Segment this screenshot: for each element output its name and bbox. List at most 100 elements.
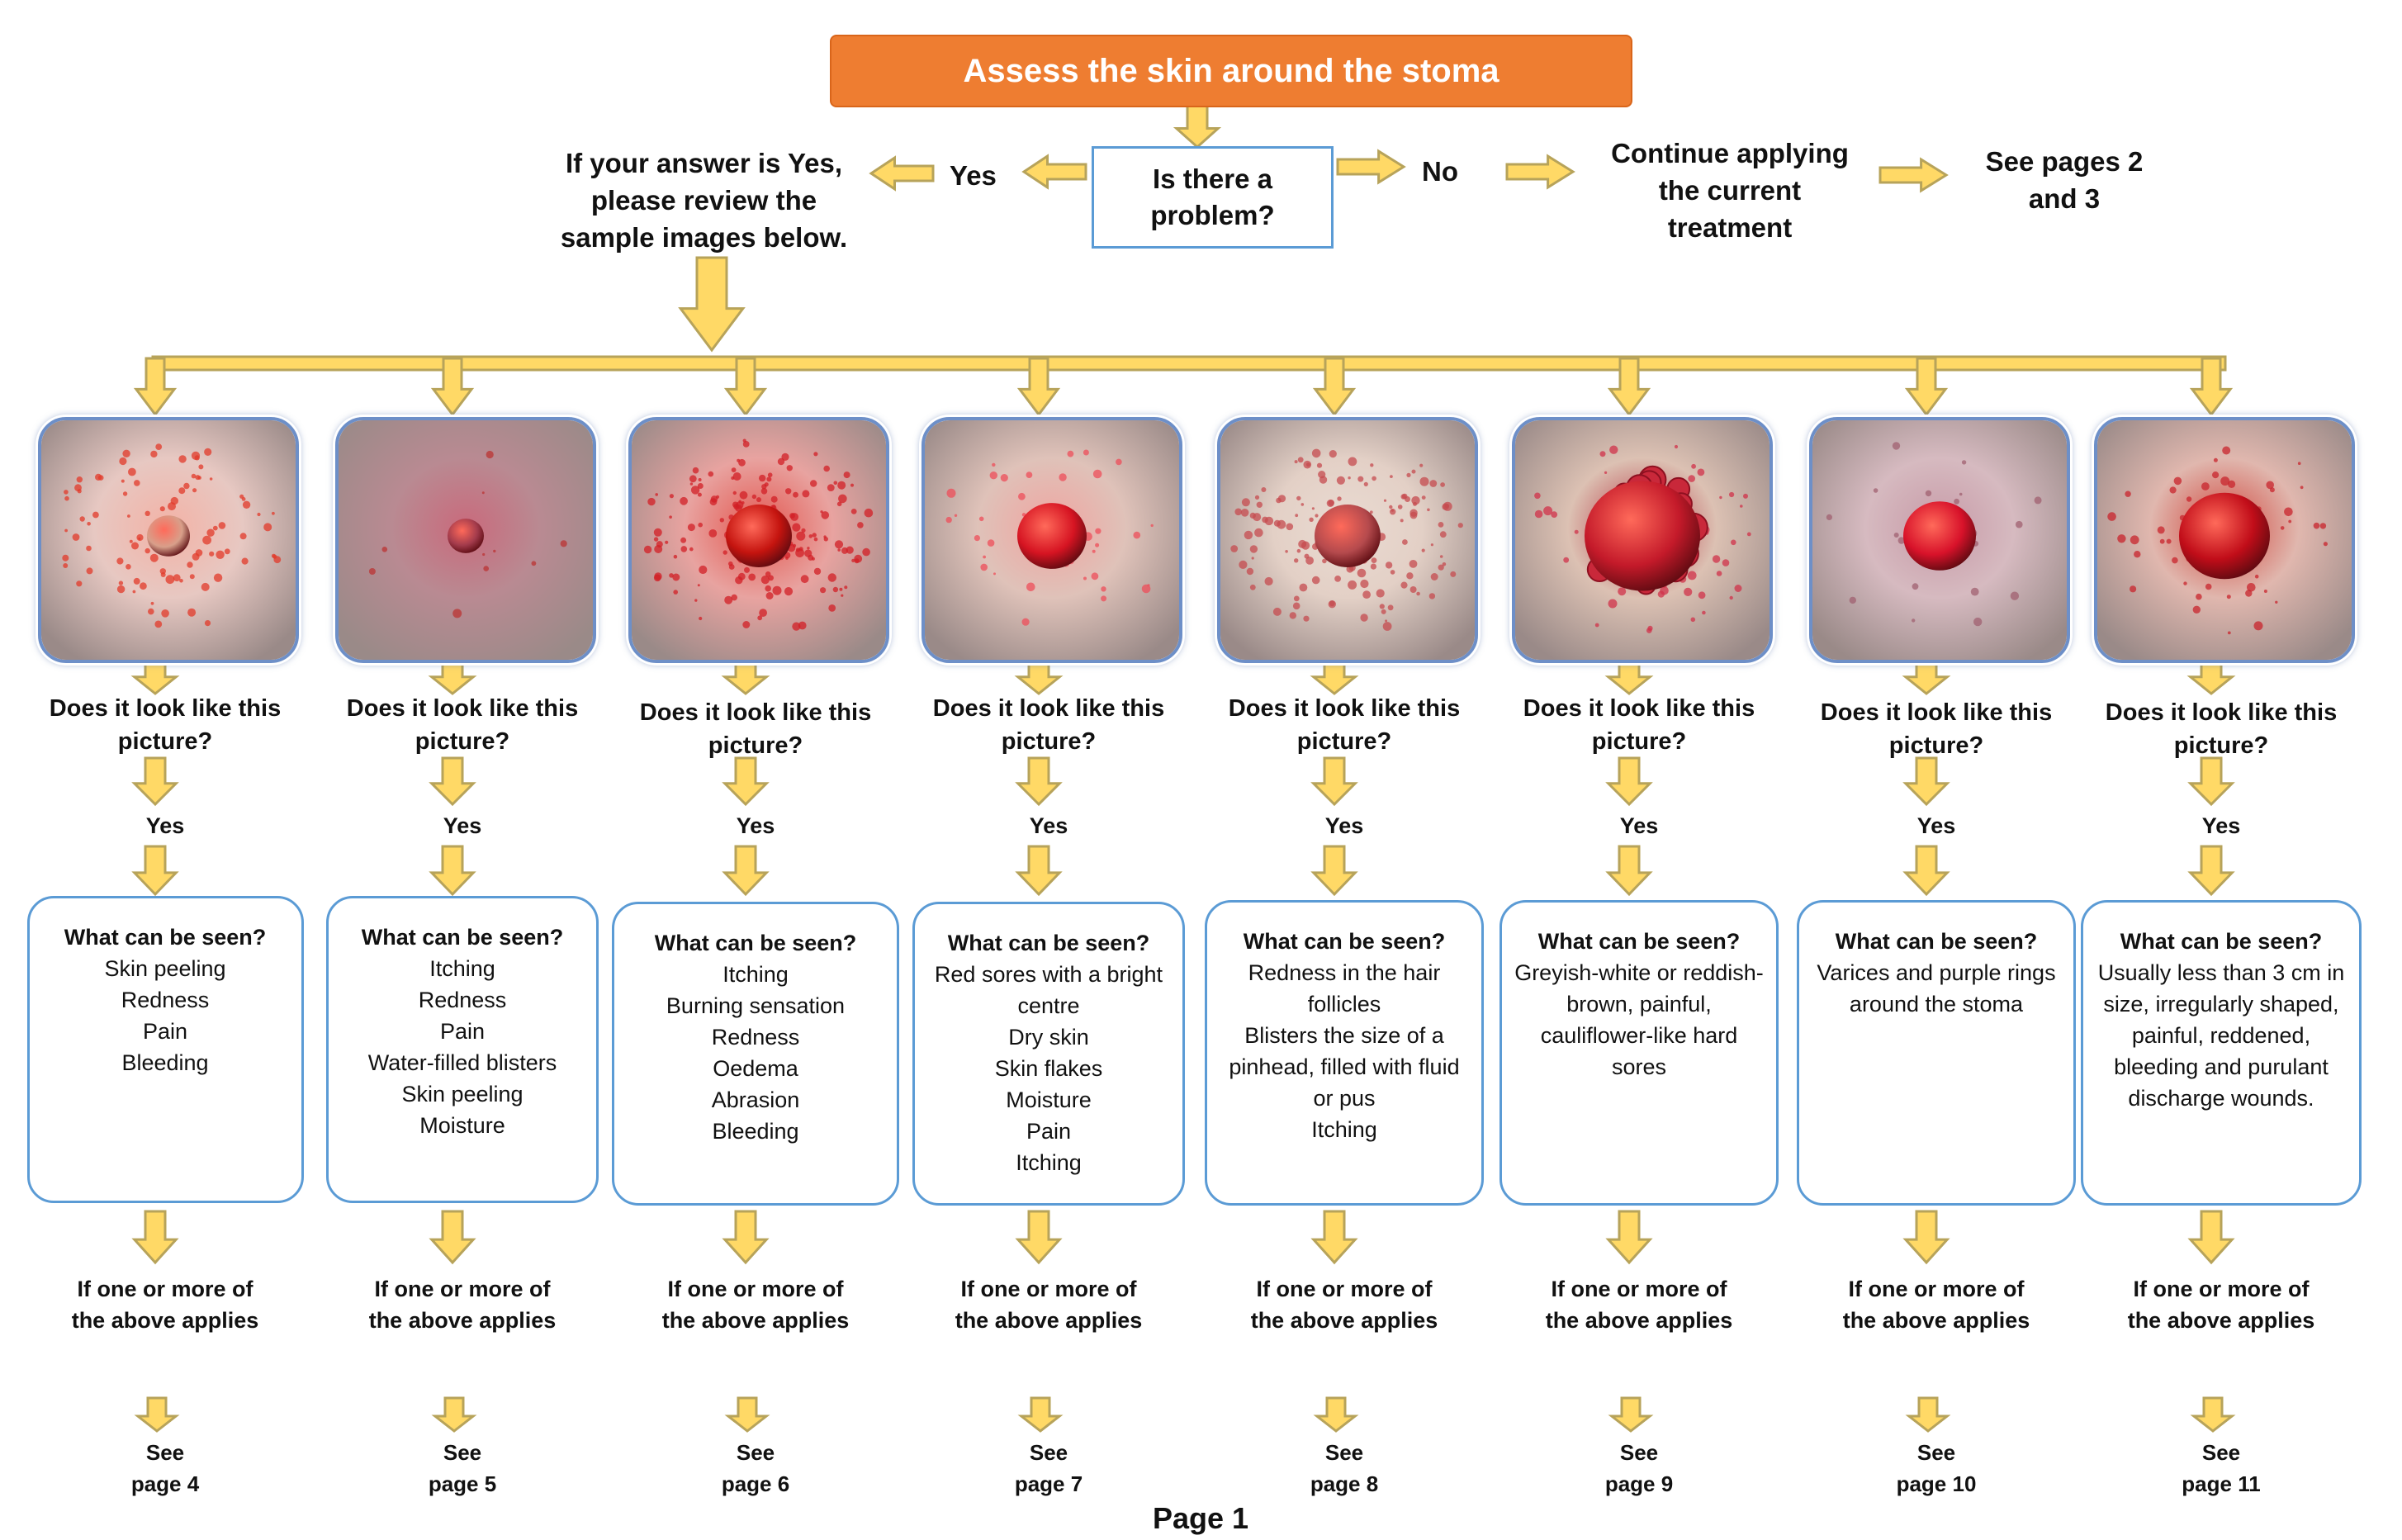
see-label: See [1619,1440,1659,1465]
flow-arrow [2189,357,2234,417]
symptoms-title: What can be seen? [1243,929,1446,954]
page-link[interactable]: page 5 [428,1471,497,1496]
page-link[interactable]: page 4 [130,1471,200,1496]
applies-text: If one or more of the above applies [368,1277,557,1333]
symptom-item: Abrasion [711,1087,800,1112]
look-like-question: Does it look like this picture? [49,695,282,755]
see-label: See [1324,1440,1364,1465]
symptom-item: Itching [1016,1150,1082,1175]
flow-arrow [1016,357,1061,417]
symptoms-title: What can be seen? [947,931,1150,955]
flow-arrow [2187,845,2235,897]
symptom-item: Pain [1026,1119,1072,1144]
flow-arrow [1505,154,1575,190]
yes-label: Yes [950,160,997,191]
flow-arrow [1310,756,1358,807]
symptom-item: Bleeding [121,1050,209,1075]
stoma-skin-photo [1217,417,1478,663]
page-link[interactable]: page 11 [2182,1471,2261,1496]
flow-arrow [430,357,475,417]
stoma-skin-photo [921,417,1182,663]
symptom-item: Varices and purple rings around the stom… [1817,960,2056,1016]
flow-arrow [1173,104,1222,149]
flow-arrow [431,1396,477,1433]
page-link[interactable]: page 8 [1310,1471,1379,1496]
flow-arrow [1017,1396,1064,1433]
flowchart-title: Assess the skin around the stoma [830,35,1632,107]
flow-arrow [1605,1210,1653,1265]
flow-arrow [1878,157,1949,193]
yes-answer: Yes [1619,813,1659,838]
see-page-reference: See page 4 [91,1437,239,1500]
flow-arrow [869,155,935,192]
flow-arrow [131,1210,179,1265]
see-label: See [2201,1440,2241,1465]
symptom-item: Redness in the hair follicles [1248,960,1441,1016]
page-link[interactable]: page 6 [721,1471,790,1496]
page-link[interactable]: page 7 [1014,1471,1083,1496]
symptom-item: Usually less than 3 cm in size, irregula… [2097,960,2345,1111]
yes-instruction: If your answer is Yes, please review the… [560,148,848,253]
yes-answer: Yes [1916,813,1956,838]
flow-arrow [131,845,179,897]
symptom-item: Oedema [713,1056,798,1081]
applies-text: If one or more of the above applies [71,1277,259,1333]
see-label: See [1916,1440,1956,1465]
symptoms-box: What can be seen?Usually less than 3 cm … [2081,900,2362,1206]
flow-arrow [133,357,178,417]
symptom-item: Itching [429,956,495,981]
symptom-item: Blisters the size of a pinhead, filled w… [1229,1023,1460,1111]
no-page-reference: See pages 2 and 3 [1985,146,2144,214]
symptoms-box: What can be seen? Redness in the hair fol… [1205,900,1484,1206]
applies-text: If one or more of the above applies [1842,1277,2030,1333]
applies-text: If one or more of the above applies [955,1277,1143,1333]
stoma-skin-photo [38,417,299,663]
flow-arrow [1310,1210,1358,1265]
distribution-bar [151,355,2227,372]
symptom-item: Itching [722,962,789,987]
symptoms-box: What can be seen?Red sores with a bright… [912,902,1185,1206]
symptoms-title: What can be seen? [654,931,857,955]
flow-arrow [1608,1396,1654,1433]
see-label: See [443,1440,482,1465]
stoma-skin-photo [1809,417,2070,663]
no-action: Continue applying the current treatment [1611,138,1849,243]
see-page-reference: See page 11 [2147,1437,2295,1500]
symptoms-title: What can be seen? [64,925,267,950]
page-link[interactable]: page 10 [1896,1471,1977,1496]
flow-arrow [1607,357,1651,417]
yes-answer: Yes [736,813,775,838]
see-page-reference: See page 8 [1270,1437,1419,1500]
flow-arrow [724,1396,770,1433]
flow-arrow [1902,1210,1950,1265]
symptom-item: Water-filled blisters [367,1050,557,1075]
flow-arrow [1021,154,1087,190]
symptom-item: Moisture [419,1113,505,1138]
flow-arrow [1904,357,1949,417]
flow-arrow [134,1396,180,1433]
page-link[interactable]: page 9 [1604,1471,1674,1496]
stoma-skin-photo [2094,417,2355,663]
symptom-item: Bleeding [712,1119,799,1144]
flow-arrow [1336,149,1406,185]
symptom-item: Skin peeling [104,956,226,981]
see-label: See [145,1440,185,1465]
look-like-question: Does it look like this picture? [2105,699,2338,759]
flow-arrow [2187,756,2235,807]
yes-answer: Yes [2201,813,2241,838]
flow-arrow [1902,845,1950,897]
flow-arrow [1015,1210,1063,1265]
applies-text: If one or more of the above applies [1250,1277,1438,1333]
symptom-item: Pain [439,1019,486,1044]
page-number: Page 1 [1152,1501,1249,1535]
flow-arrow [1015,845,1063,897]
flow-arrow [678,256,746,353]
problem-question-box: Is there a problem? [1092,146,1334,249]
applies-text: If one or more of the above applies [2127,1277,2315,1333]
flow-arrow [1310,845,1358,897]
